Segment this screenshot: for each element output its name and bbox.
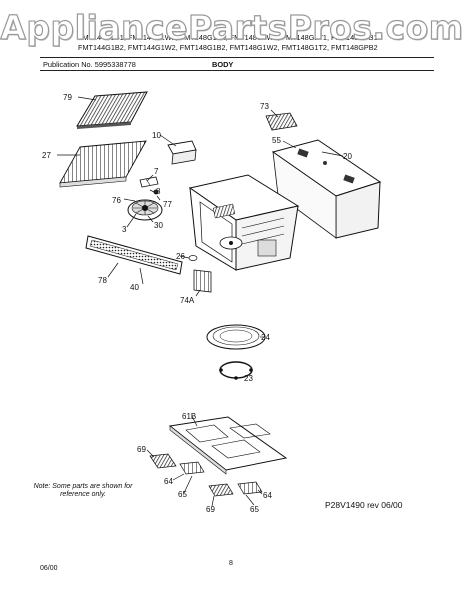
watermark-logo: AppliancePartsPros.com	[0, 7, 464, 47]
callout-8: 8	[156, 187, 161, 196]
charcoal-filter-part	[265, 112, 298, 131]
publication-number: Publication No. 5995338778	[43, 60, 136, 69]
callout-23: 23	[244, 374, 253, 383]
callout-64-left: 64	[164, 477, 173, 486]
page-number: 8	[229, 560, 233, 567]
header-divider-bottom	[40, 70, 434, 71]
model-list-line-1: FMT144G1B1, FMT144G1W1, FMT148G1B1, FMT1…	[78, 33, 378, 42]
callout-40: 40	[130, 283, 139, 292]
callout-73: 73	[260, 102, 269, 111]
vent-panel-part	[193, 269, 212, 293]
callout-7: 7	[154, 167, 159, 176]
callout-55: 55	[272, 136, 281, 145]
callout-26: 26	[176, 252, 185, 261]
vent-grille-part	[85, 235, 183, 275]
callout-74a: 74A	[180, 296, 195, 305]
model-list-line-2: FMT144G1B2, FMT144G1W2, FMT148G1B2, FMT1…	[78, 43, 378, 52]
bottom-plate-part	[168, 416, 288, 475]
callout-78: 78	[98, 276, 107, 285]
callout-69-bottom: 69	[206, 505, 215, 514]
callout-65-left: 65	[178, 490, 187, 499]
callout-64-right: 64	[263, 491, 272, 500]
callout-27: 27	[42, 151, 51, 160]
bracket-part	[167, 140, 197, 165]
oven-cavity-part	[188, 174, 300, 271]
footer-date: 06/00	[40, 565, 58, 572]
callout-10: 10	[152, 131, 161, 140]
motor-bracket-part	[139, 176, 159, 195]
callout-20: 20	[343, 152, 352, 161]
stirrer-part	[188, 255, 198, 261]
callout-79: 79	[63, 93, 72, 102]
cooking-rack-part	[59, 140, 147, 188]
roller-ring-part	[219, 361, 253, 380]
callout-69-top: 69	[137, 445, 146, 454]
callout-65-right: 65	[250, 505, 259, 514]
blower-wheel-part	[127, 199, 163, 221]
diagram-reference-code: P28V1490 rev 06/00	[325, 500, 403, 510]
reference-note: Note: Some parts are shown for reference…	[33, 483, 133, 498]
grease-filter-part	[76, 91, 148, 129]
header-divider-top	[40, 57, 434, 58]
callout-24: 24	[261, 333, 270, 342]
callout-30: 30	[154, 221, 163, 230]
callout-labels: 79 10 7 27 8 76 77 30 3 78 40 73 55 20 2…	[42, 93, 352, 514]
turntable-tray-part	[206, 324, 266, 350]
callout-77: 77	[163, 200, 172, 209]
bottom-filters-part	[149, 453, 263, 497]
outer-case-part	[271, 139, 382, 239]
callout-76: 76	[112, 196, 121, 205]
section-title: BODY	[212, 60, 234, 69]
callout-61b: 61B	[182, 412, 196, 421]
callout-3: 3	[122, 225, 127, 234]
leader-lines	[57, 96, 344, 507]
